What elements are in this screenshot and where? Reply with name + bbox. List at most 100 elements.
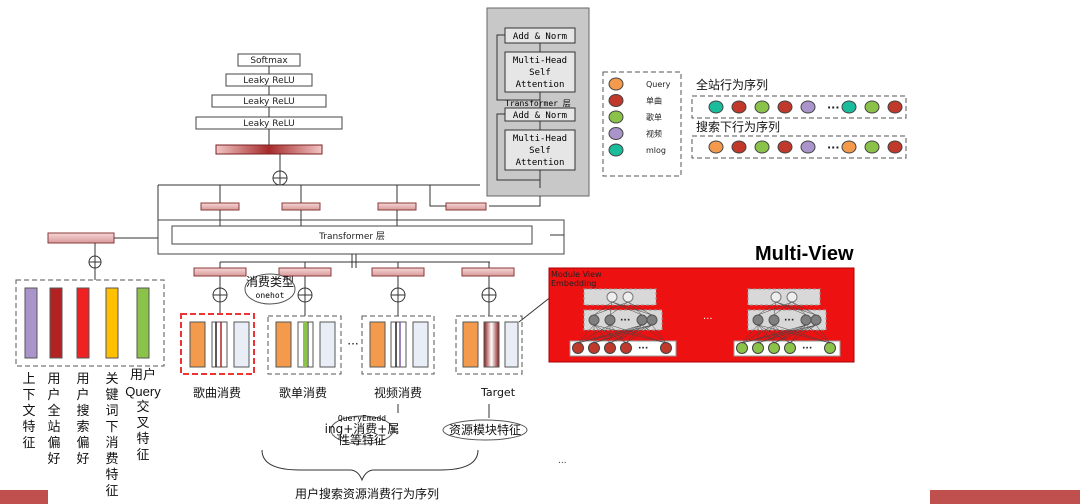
query-embedding-line3: 性等特征 bbox=[338, 432, 386, 447]
bottom-ellipsis: ... bbox=[558, 456, 567, 466]
sequence-item bbox=[887, 140, 903, 154]
mv-connection bbox=[773, 324, 831, 344]
sequence-item bbox=[800, 140, 816, 154]
mv-input-neuron bbox=[588, 342, 600, 354]
video-consumption-label: 视频消费 bbox=[374, 385, 422, 400]
query-cross-query: Query bbox=[125, 384, 161, 399]
consume-type-line2: onehot bbox=[256, 291, 285, 300]
playlist-consumption-label: 歌单消费 bbox=[279, 385, 327, 400]
mv-connection bbox=[609, 301, 613, 316]
query-embedding-line1: QueryEmedd bbox=[338, 414, 386, 423]
mv-connection bbox=[625, 324, 643, 344]
mv-neuron bbox=[646, 314, 658, 326]
footer-bar-left bbox=[0, 490, 48, 504]
mv-neuron bbox=[588, 314, 600, 326]
mv-input-neuron bbox=[660, 342, 672, 354]
mv-connection bbox=[773, 324, 791, 344]
sequence-item bbox=[800, 100, 816, 114]
consume-type-line1: 消费类型 bbox=[246, 275, 294, 289]
mv-connection bbox=[773, 301, 777, 316]
legend-swatch bbox=[608, 77, 624, 91]
mv-input-neuron bbox=[752, 342, 764, 354]
legend-label: mlog bbox=[646, 146, 666, 155]
sequence-caption: 用户搜索资源消费行为序列 bbox=[295, 486, 439, 501]
resource-feature-label: 资源模块特征 bbox=[449, 422, 521, 437]
mv-connection bbox=[815, 324, 831, 344]
mv-connection bbox=[757, 301, 777, 316]
mv-input-neuron bbox=[768, 342, 780, 354]
mv-connection bbox=[741, 324, 759, 344]
sequence-item bbox=[841, 140, 857, 154]
mv-connection bbox=[789, 324, 807, 344]
feature-label-keyword-consumption: 关键词下消费特征 bbox=[105, 372, 119, 499]
legend-swatch bbox=[608, 127, 624, 140]
multi-head-bottom-3: Attention bbox=[516, 158, 565, 168]
mv-connection bbox=[593, 301, 613, 316]
consumption-inputs: 消费类型 onehot ··· 歌曲消费 歌单消费 视频消费 Target Qu… bbox=[180, 262, 567, 501]
mv-neuron bbox=[800, 314, 812, 326]
legend-label: 单曲 bbox=[646, 96, 662, 106]
mv-connection bbox=[791, 301, 807, 316]
leaky-relu-3: Leaky ReLU bbox=[243, 119, 295, 129]
consumption-ellipsis: ··· bbox=[347, 337, 358, 351]
transformer-block: Add & Norm Multi-Head Self Attention Tra… bbox=[486, 7, 590, 197]
mv-input-ellipsis: ··· bbox=[802, 344, 812, 354]
mv-connection bbox=[609, 324, 667, 344]
sequence-item bbox=[864, 100, 880, 114]
mv-neuron bbox=[752, 314, 764, 326]
mv-input-neuron bbox=[784, 342, 796, 354]
feature-label-query-cross: 用户 Query 交叉特征 bbox=[124, 368, 162, 464]
mv-neuron bbox=[768, 314, 780, 326]
sequence-item bbox=[841, 100, 857, 114]
mv-connection bbox=[805, 324, 831, 344]
mv-neuron bbox=[786, 291, 798, 303]
multi-view-ellipsis: ··· bbox=[703, 314, 713, 325]
legend-swatch bbox=[608, 110, 624, 124]
legend-label: 视频 bbox=[646, 129, 662, 139]
mv-input-neuron bbox=[604, 342, 616, 354]
sequence-item bbox=[731, 140, 747, 154]
transformer-main: Transformer 层 bbox=[157, 219, 565, 268]
mv-input-neuron bbox=[572, 342, 584, 354]
sequence-ellipsis: ··· bbox=[827, 101, 840, 114]
module-view-line1: Module View bbox=[551, 270, 602, 279]
mv-connection bbox=[609, 324, 627, 344]
leaky-relu-1: Leaky ReLU bbox=[243, 76, 295, 86]
multi-view-title: Multi-View bbox=[755, 243, 854, 265]
search-sequence-title: 搜索下行为序列 bbox=[696, 119, 780, 134]
feature-label-search-preference: 用户搜索偏好 bbox=[76, 372, 90, 467]
mv-connection bbox=[757, 324, 831, 344]
transformer-layer-label: Transformer 层 bbox=[505, 99, 571, 108]
legend-swatch bbox=[608, 94, 624, 107]
mv-input-neuron bbox=[736, 342, 748, 354]
mv-connection bbox=[757, 324, 791, 344]
multi-head-top-2: Self bbox=[529, 68, 551, 78]
leaky-relu-2: Leaky ReLU bbox=[243, 97, 295, 107]
mv-connection bbox=[773, 301, 793, 316]
user-feature-group bbox=[15, 232, 165, 367]
mv-connection bbox=[625, 324, 653, 344]
query-cross-top: 用户 bbox=[129, 368, 156, 383]
mlp-stack: Softmax Leaky ReLU Leaky ReLU Leaky ReLU bbox=[195, 53, 343, 186]
mv-connection bbox=[593, 324, 627, 344]
footer-bar-right bbox=[930, 490, 1080, 504]
mv-connection bbox=[641, 324, 667, 344]
concat-layer bbox=[157, 184, 541, 226]
query-embedding-line2: ing+消费+属 bbox=[325, 422, 400, 436]
legend-swatch bbox=[608, 143, 624, 157]
mv-neuron bbox=[622, 291, 634, 303]
mv-connection bbox=[611, 301, 653, 316]
sequence-item bbox=[777, 100, 793, 114]
mv-connection bbox=[789, 324, 817, 344]
multi-head-bottom-2: Self bbox=[529, 146, 551, 156]
transformer-main-label: Transformer 层 bbox=[318, 231, 385, 242]
mv-connection bbox=[775, 301, 807, 316]
mv-neuron bbox=[770, 291, 782, 303]
multi-head-top-1: Multi-Head bbox=[513, 56, 567, 66]
mv-connection bbox=[609, 324, 643, 344]
mv-connection bbox=[773, 324, 807, 344]
mv-input-ellipsis: ··· bbox=[638, 344, 648, 354]
sequence-item bbox=[754, 100, 770, 114]
multi-head-bottom-1: Multi-Head bbox=[513, 134, 567, 144]
